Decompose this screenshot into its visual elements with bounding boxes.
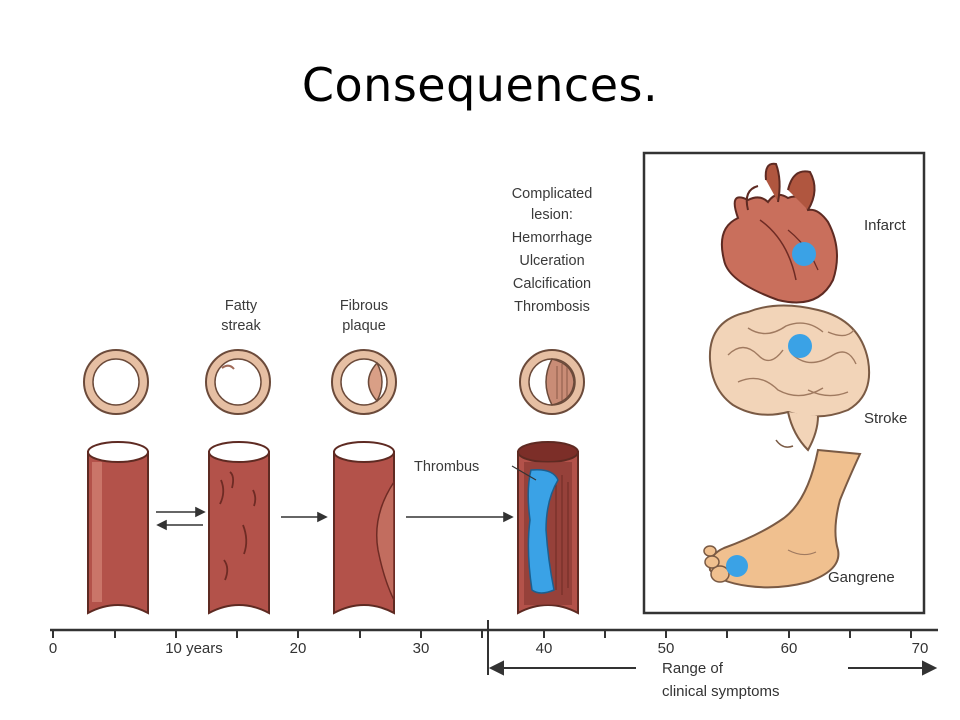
vessel-fatty-streak (208, 441, 270, 615)
svg-text:plaque: plaque (342, 318, 386, 334)
arrow-to-fibrous (281, 511, 328, 523)
brain-illustration (708, 304, 870, 452)
vessel-normal (87, 441, 149, 615)
cross-section-fibrous-plaque (331, 349, 397, 415)
tick-label-60: 60 (781, 640, 798, 657)
svg-text:Calcification: Calcification (513, 276, 591, 292)
svg-text:Fibrous: Fibrous (340, 298, 388, 314)
arrow-to-complicated (406, 511, 514, 523)
thrombus-leader-line (511, 465, 537, 481)
tick-label-50: 50 (658, 640, 675, 657)
svg-text:lesion:: lesion: (531, 207, 573, 223)
tick-label-40: 40 (536, 640, 553, 657)
range-label-line1: Range of (662, 660, 724, 677)
label-gangrene: Gangrene (828, 569, 895, 586)
heart-illustration (720, 162, 838, 304)
foot-illustration (703, 448, 862, 589)
label-infarct: Infarct (864, 217, 907, 234)
range-arrow-right (848, 660, 938, 676)
vessel-complicated (517, 441, 579, 615)
infarct-spot (792, 242, 816, 266)
clinical-outcomes-box (642, 151, 926, 615)
tick-label-70: 70 (912, 640, 929, 657)
label-complicated-lesion: Complicated lesion: Hemorrhage Ulceratio… (512, 186, 593, 315)
cross-section-complicated (519, 349, 585, 415)
label-fatty-streak: Fatty streak (221, 298, 261, 334)
svg-text:Fatty: Fatty (225, 298, 258, 314)
svg-text:Ulceration: Ulceration (519, 253, 584, 269)
tick-label-30: 30 (413, 640, 430, 657)
label-stroke: Stroke (864, 410, 907, 427)
cross-section-normal (83, 349, 149, 415)
svg-text:Thrombosis: Thrombosis (514, 299, 590, 315)
arrow-reversible (156, 506, 206, 531)
svg-text:Hemorrhage: Hemorrhage (512, 230, 593, 246)
label-thrombus: Thrombus (414, 459, 479, 475)
label-fibrous-plaque: Fibrous plaque (340, 298, 388, 334)
thrombus-clot (527, 468, 559, 594)
slide-title: Consequences. (301, 58, 659, 112)
vessel-fibrous-plaque (333, 441, 395, 615)
tick-label-0: 0 (49, 640, 57, 657)
svg-text:streak: streak (221, 318, 261, 334)
axis-ticks (52, 630, 912, 638)
stroke-spot (788, 334, 812, 358)
range-label-line2: clinical symptoms (662, 683, 780, 700)
svg-text:Complicated: Complicated (512, 186, 593, 202)
axis-tick-labels: 0 10 years 20 30 40 50 60 70 (49, 640, 929, 657)
tick-label-10: 10 years (165, 640, 223, 657)
gangrene-spot (726, 555, 748, 577)
range-arrow-left (488, 660, 636, 676)
tick-label-20: 20 (290, 640, 307, 657)
cross-section-fatty-streak (205, 349, 271, 415)
atherosclerosis-progression-diagram: Fatty streak Fibrous plaque Complicated … (49, 151, 938, 700)
